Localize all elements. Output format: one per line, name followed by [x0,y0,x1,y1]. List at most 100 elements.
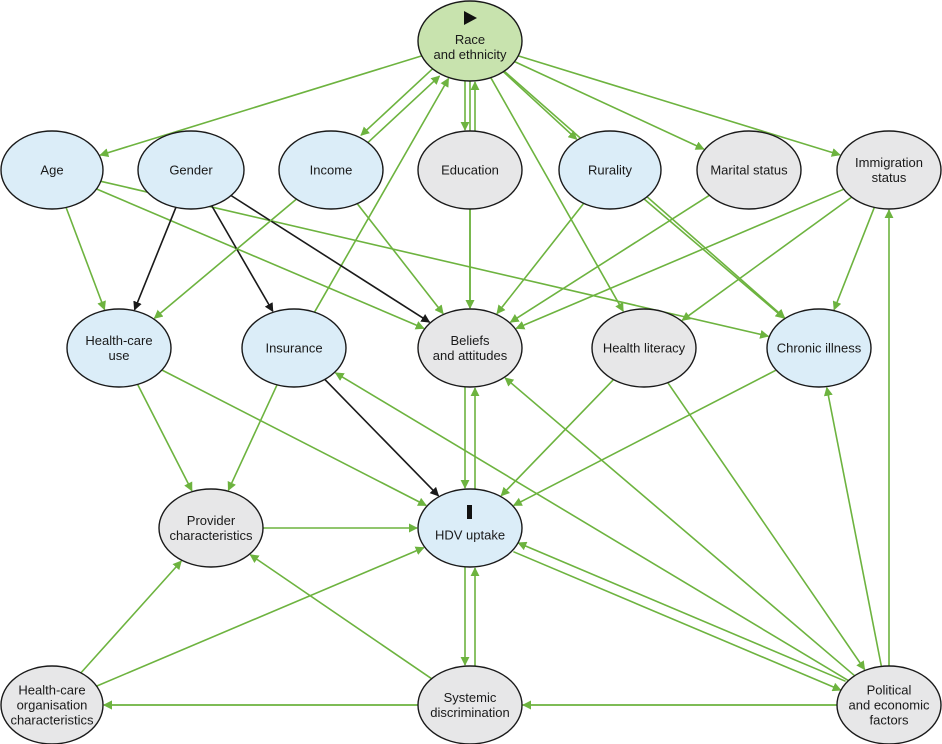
edge-gender-to-beliefs [230,194,431,323]
node-education-label: Education [441,163,499,178]
node-race-ellipse [417,0,523,82]
node-gender-ellipse [137,130,245,210]
node-chronic-ellipse [766,308,872,388]
edge-race-to-age [99,55,422,158]
edge-chronic-to-hdv [512,369,777,507]
node-immigration-ellipse [836,130,942,210]
node-hcorg-label: Health-care [18,683,85,698]
node-age: Age [0,130,104,210]
edge-rurality-to-beliefs [496,202,585,315]
node-education-ellipse [417,130,523,210]
node-political-label: factors [869,713,909,728]
edge-political-to-beliefs [504,377,856,677]
edge-insurance-to-hdv [324,378,440,497]
node-chronic-label: Chronic illness [777,341,862,356]
edge-age-to-hcuse [65,207,106,311]
node-insurance-label: Insurance [265,341,322,356]
node-political-label: Political [867,683,912,698]
play-triangle-icon [464,11,477,25]
edge-income-to-beliefs [356,203,444,315]
edge-immigration-to-beliefs [515,188,845,330]
node-hdv-ellipse [417,488,523,568]
edge-income-to-race [366,75,441,144]
edge-immigration-to-chronic [832,207,876,311]
edge-age-to-beliefs [96,188,425,330]
node-gender: Gender [137,130,245,210]
node-provider-ellipse [158,488,264,568]
edge-race-to-income [360,67,434,136]
node-systemic-label: Systemic [444,690,497,705]
node-hcorg-ellipse [0,665,104,744]
node-systemic-ellipse [417,665,523,744]
node-literacy: Health literacy [591,308,697,388]
node-chronic: Chronic illness [766,308,872,388]
edge-literacy-to-hdv [500,379,615,497]
edge-insurance-to-provider [227,384,278,492]
edge-race-to-marital [514,60,705,150]
node-beliefs-ellipse [417,308,523,388]
node-beliefs-label: Beliefs [450,333,490,348]
edge-rurality-to-chronic [643,198,785,319]
node-education: Education [417,130,523,210]
edge-race-to-immigration [518,55,841,157]
node-hcuse-label: use [109,348,130,363]
edge-hcuse-to-provider [136,384,193,492]
edge-gender-to-hcuse [133,207,177,311]
edge-literacy-to-political [667,382,866,671]
node-political-ellipse [836,665,942,744]
node-hcorg-label: organisation [17,698,88,713]
node-gender-label: Gender [169,163,213,178]
edge-insurance-to-race [313,77,450,313]
node-insurance-ellipse [241,308,347,388]
node-political-label: and economic [849,698,930,713]
node-marital-label: Marital status [710,163,788,178]
node-insurance: Insurance [241,308,347,388]
node-hcorg-label: characteristics [10,713,94,728]
node-provider-label: Provider [187,513,236,528]
node-age-label: Age [40,163,63,178]
node-literacy-ellipse [591,308,697,388]
edge-political-to-hdv [517,541,846,683]
node-marital: Marital status [696,130,802,210]
node-income-label: Income [310,163,353,178]
node-provider-label: characteristics [169,528,253,543]
edge-political-to-chronic [823,386,883,667]
node-marital-ellipse [696,130,802,210]
node-rurality-label: Rurality [588,163,633,178]
edge-hcorg-to-hdv [96,546,425,687]
node-rurality-ellipse [558,130,662,210]
edge-hdv-to-political [513,550,842,692]
node-income-ellipse [278,130,384,210]
edges [65,55,894,710]
node-systemic-label: discrimination [430,705,509,720]
node-rurality: Rurality [558,130,662,210]
node-age-ellipse [0,130,104,210]
node-immigration-label: status [872,170,907,185]
node-hcuse-ellipse [66,308,172,388]
edge-hcorg-to-provider [80,560,182,674]
edge-systemic-to-provider [249,554,433,680]
edge-gender-to-insurance [211,205,274,313]
edge-race-to-rurality [502,71,578,140]
edge-marital-to-beliefs [509,194,710,323]
outcome-bar-icon [467,505,472,519]
edge-hcuse-to-hdv [161,369,428,507]
node-hcuse-label: Health-care [85,333,152,348]
edge-political-to-insurance [334,372,849,682]
node-beliefs-label: and attitudes [433,348,508,363]
node-race-label: and ethnicity [434,47,507,62]
node-hdv: HDV uptake [417,488,523,568]
node-income: Income [278,130,384,210]
node-immigration-label: Immigration [855,155,923,170]
edge-immigration-to-literacy [681,196,853,321]
